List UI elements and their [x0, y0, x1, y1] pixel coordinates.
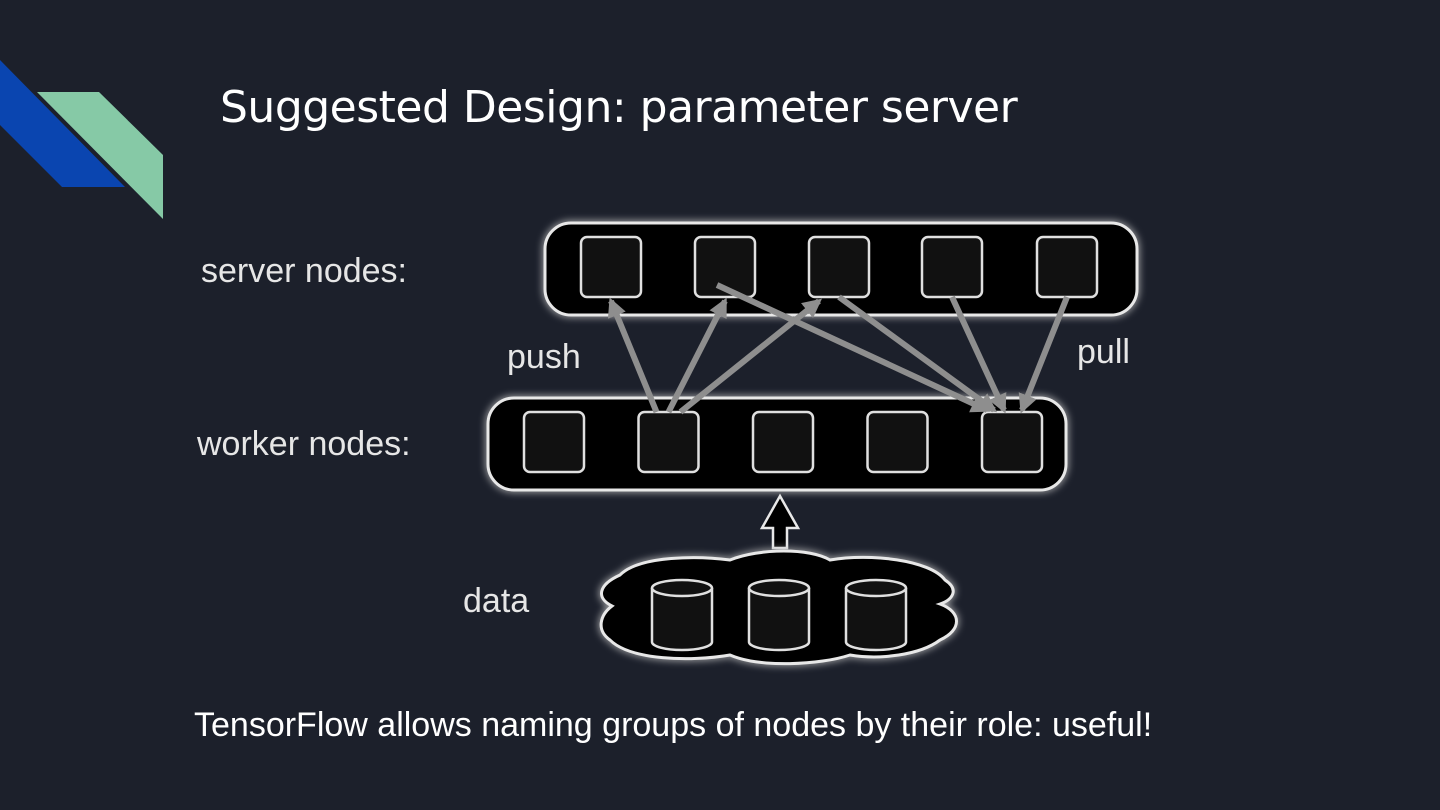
blue-stripe: [0, 60, 125, 187]
data-store-icon: [650, 578, 714, 652]
push-arrow: [607, 297, 660, 414]
data-label: data: [463, 582, 530, 620]
slide-title: Suggested Design: parameter server: [220, 82, 1018, 133]
push-label: push: [507, 338, 581, 376]
worker-node: [637, 410, 700, 474]
push-arrow: [678, 298, 822, 415]
cylinder-top: [844, 578, 908, 598]
pull-arrow: [715, 282, 991, 413]
corner-decoration: [0, 60, 163, 219]
server-node: [579, 235, 643, 299]
data-arrow: [759, 493, 801, 550]
data-store-icon: [747, 578, 811, 652]
cylinder-top: [650, 578, 714, 598]
push-arrow: [665, 297, 728, 414]
worker-node: [980, 410, 1044, 474]
slide-caption: TensorFlow allows naming groups of nodes…: [194, 706, 1153, 744]
green-stripe: [37, 92, 163, 219]
cylinder-body: [747, 588, 811, 652]
pull-arrow: [949, 295, 1007, 414]
server-node: [807, 235, 871, 299]
server-nodes-label: server nodes:: [201, 252, 407, 290]
server-node: [920, 235, 984, 299]
server-node: [693, 235, 757, 299]
worker-nodes-label: worker nodes:: [197, 425, 411, 463]
worker-node: [522, 410, 586, 474]
worker-node: [751, 410, 815, 474]
pull-arrow: [837, 294, 998, 413]
worker-node: [866, 410, 929, 474]
data-store-icon: [844, 578, 908, 652]
cylinder-body: [844, 588, 908, 652]
pull-arrow: [1018, 295, 1070, 414]
pull-label: pull: [1077, 333, 1130, 371]
cylinder-body: [650, 588, 714, 652]
server-node: [1035, 235, 1099, 299]
cylinder-top: [747, 578, 811, 598]
